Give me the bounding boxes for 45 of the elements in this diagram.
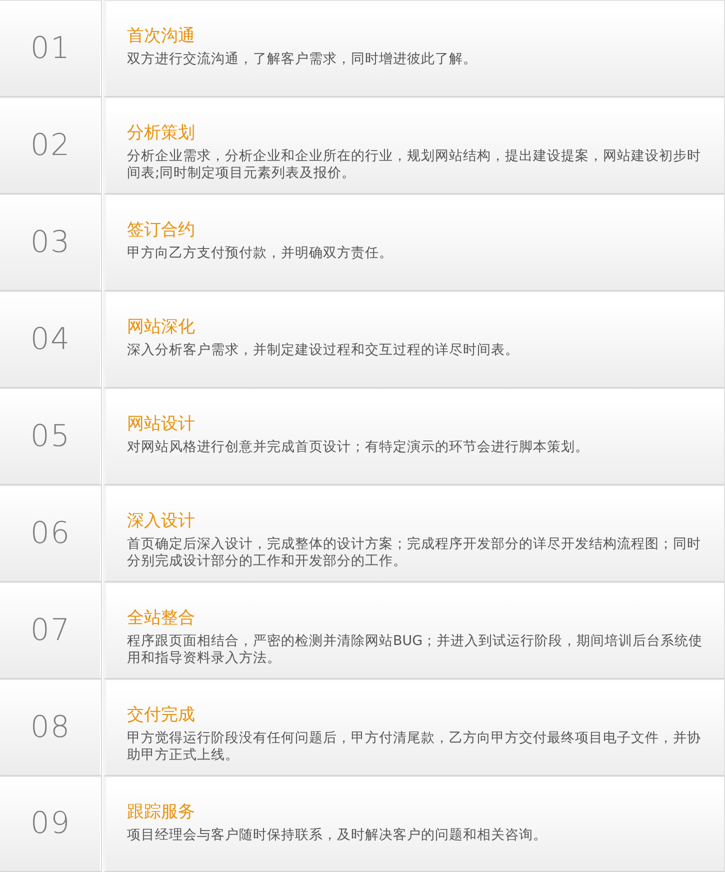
step-description: 甲方觉得运行阶段没有任何问题后，甲方付清尾款，乙方向甲方交付最终项目电子文件，并协助甲方正式上线。: [127, 730, 702, 764]
step-panel: [103, 388, 725, 485]
step-description: 首页确定后深入设计，完成整体的设计方案；完成程序开发部分的详尽开发结构流程图；同时分别完成设计部分的工作和开发部分的工作。: [127, 536, 702, 570]
number-panel: [0, 679, 102, 776]
step-title: 深入设计: [127, 510, 195, 532]
step-number: 01: [29, 32, 72, 66]
step-number: 06: [29, 516, 72, 550]
step-panel: [103, 679, 725, 776]
step-title: 分析策划: [127, 122, 195, 144]
step-number: 02: [29, 128, 72, 162]
step-description: 分析企业需求，分析企业和企业所在的行业，规划网站结构，提出建设提案，网站建设初步时间表;同时制定项目元素列表及报价。: [127, 148, 702, 182]
step-number: 03: [29, 226, 72, 260]
step-description: 双方进行交流沟通，了解客户需求，同时增进彼此了解。: [127, 51, 478, 68]
number-panel: [0, 485, 102, 582]
step-description: 项目经理会与客户随时保持联系，及时解决客户的问题和相关咨询。: [127, 827, 548, 844]
step-number: 07: [29, 614, 72, 648]
step-panel: [103, 485, 725, 582]
number-panel: [0, 582, 102, 679]
step-panel: [103, 97, 725, 194]
step-title: 签订合约: [127, 219, 195, 241]
step-description: 程序跟页面相结合，严密的检测并清除网站BUG；并进入到试运行阶段，期间培训后台系统使用和指导资料录入方法。: [127, 633, 704, 667]
step-description: 深入分析客户需求，并制定建设过程和交互过程的详尽时间表。: [127, 342, 520, 359]
step-panel: [103, 291, 725, 388]
number-panel: [0, 194, 102, 291]
step-description: 对网站风格进行创意并完成首页设计；有特定演示的环节会进行脚本策划。: [127, 439, 590, 456]
step-title: 网站设计: [127, 413, 195, 435]
step-panel: [103, 0, 725, 97]
step-title: 跟踪服务: [127, 801, 195, 823]
number-panel: [0, 776, 102, 872]
step-panel: [103, 194, 725, 291]
step-number: 09: [29, 807, 72, 841]
number-panel: [0, 97, 102, 194]
number-panel: [0, 291, 102, 388]
step-title: 首次沟通: [127, 25, 195, 47]
step-title: 网站深化: [127, 316, 195, 338]
step-title: 全站整合: [127, 607, 195, 629]
step-title: 交付完成: [127, 704, 195, 726]
number-panel: [0, 0, 102, 97]
step-number: 05: [29, 420, 72, 454]
step-panel: [103, 582, 725, 679]
number-panel: [0, 388, 102, 485]
step-panel: [103, 776, 725, 872]
step-description: 甲方向乙方支付预付款，并明确双方责任。: [127, 245, 394, 262]
step-number: 08: [29, 710, 72, 744]
step-number: 04: [29, 322, 72, 356]
